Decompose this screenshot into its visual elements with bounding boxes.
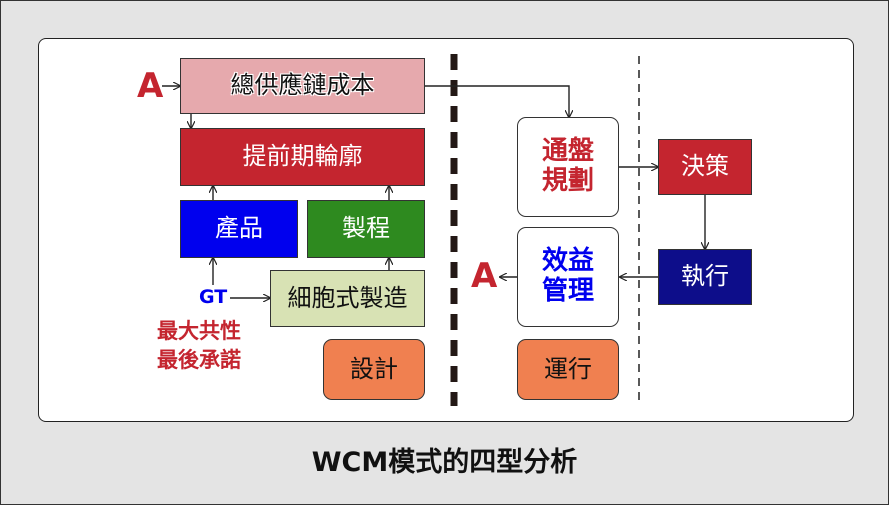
diagram-panel [38, 38, 854, 422]
overall-planning-line1: 通盤 [541, 136, 594, 167]
design-box: 設計 [323, 339, 425, 400]
product-box: 產品 [180, 200, 298, 258]
overall-planning-line2: 規劃 [541, 166, 594, 196]
marker-a-right: A [471, 256, 498, 296]
early-contour-box: 提前期輪廓 [180, 128, 425, 186]
supply-chain-cost-box: 總供應鏈成本 [180, 58, 425, 114]
execution-box: 執行 [658, 249, 752, 305]
marker-a-left: A [137, 66, 164, 106]
commonality-line2: 最後承諾 [157, 348, 241, 372]
operation-box: 運行 [517, 339, 619, 400]
benefit-management-box: 效益 管理 [517, 227, 619, 327]
commonality-line1: 最大共性 [157, 319, 241, 343]
overall-planning-box: 通盤 規劃 [517, 117, 619, 217]
process-box: 製程 [307, 200, 425, 258]
diagram-caption: WCM模式的四型分析 [311, 447, 578, 478]
benefit-management-line1: 效益 [541, 246, 594, 277]
gt-label: GT [199, 286, 228, 308]
decision-box: 決策 [658, 139, 752, 195]
benefit-management-line2: 管理 [541, 276, 594, 306]
cell-manufacturing-box: 細胞式製造 [270, 270, 425, 327]
arrow-supply-to-planning [425, 85, 569, 117]
